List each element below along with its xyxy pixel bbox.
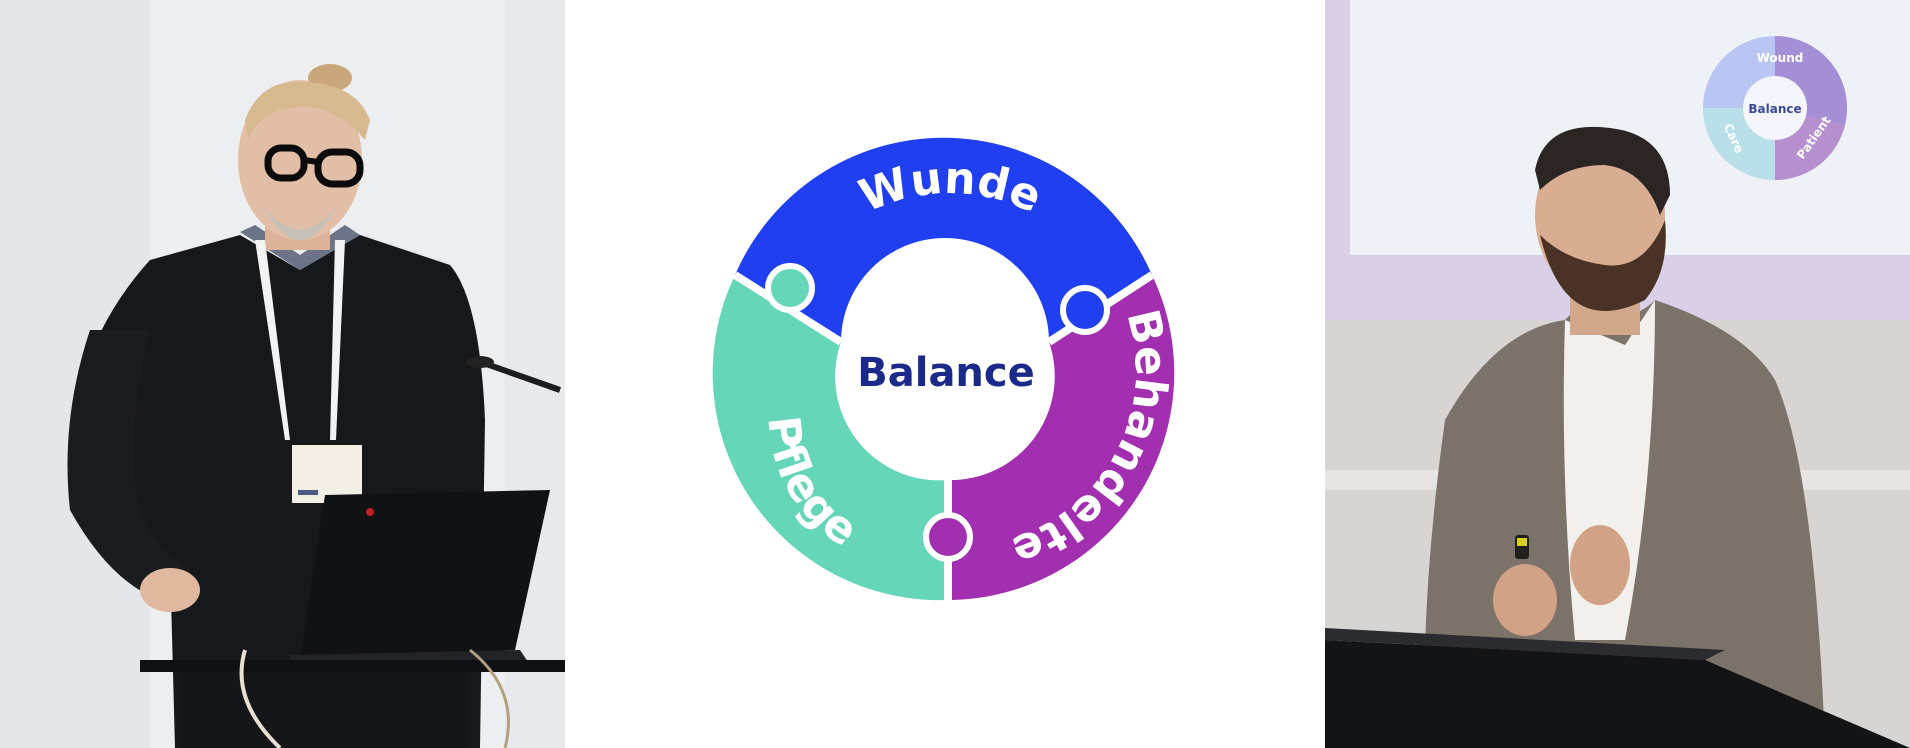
- center-circle: [844, 270, 1048, 474]
- label-balance: Balance: [857, 350, 1035, 396]
- segment-behandelte: [948, 275, 1175, 600]
- segment-pflege: [712, 275, 948, 601]
- photo-right-presenter: Balance Wound Patient Care: [1325, 0, 1910, 748]
- balance-diagram: Wunde Behandelte Pflege Balance: [712, 137, 1176, 601]
- balance-diagram-panel: Wunde Behandelte Pflege Balance: [565, 0, 1325, 748]
- photo-left-scene: [0, 0, 565, 748]
- slide-label-balance: Balance: [1748, 102, 1801, 116]
- slide-label-wound: Wound: [1757, 51, 1804, 65]
- photo-right-scene: Balance Wound Patient Care: [1325, 0, 1910, 748]
- photo-left-presenter: [0, 0, 565, 748]
- segment-wunde: [735, 137, 1152, 342]
- slide-diagram: Balance Wound Patient Care: [1703, 35, 1848, 181]
